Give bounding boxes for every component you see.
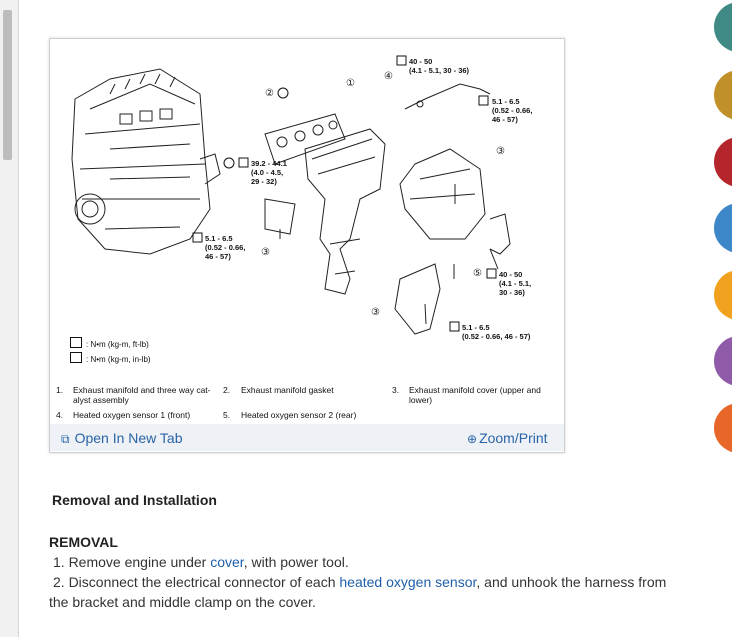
cover-drawing bbox=[394, 148, 486, 335]
caption-item: 5. Heated oxygen sensor 2 (rear) bbox=[223, 410, 357, 420]
torque-spec-label: 29 - 32) bbox=[251, 177, 277, 186]
do-not-reuse-icon bbox=[223, 157, 235, 169]
torque-wrench-icon bbox=[449, 321, 460, 332]
torque-spec-label: 46 - 57) bbox=[205, 252, 231, 261]
torque-wrench-icon bbox=[486, 268, 497, 279]
exhaust-manifold-diagram: ① ② ④ ③ ③ ③ ⑤ 40 - 50 (4.1 - 5.1, 30 - 3… bbox=[71, 55, 532, 341]
figure-toolbar: ⧉ Open In New Tab ⊕Zoom/Print bbox=[50, 424, 564, 451]
torque-spec-label: 39.2 - 44.1 bbox=[251, 159, 287, 168]
scrollbar-thumb[interactable] bbox=[3, 10, 12, 160]
engine-block-drawing bbox=[71, 68, 221, 255]
torque-spec-label: 40 - 50 bbox=[499, 270, 522, 279]
open-new-tab-icon: ⧉ bbox=[61, 432, 70, 446]
open-new-tab-button[interactable]: ⧉ Open In New Tab bbox=[61, 430, 183, 447]
legend-text: : N•m (kg-m, in-lb) bbox=[86, 355, 151, 364]
torque-spec-label: (4.1 - 5.1, bbox=[499, 279, 531, 288]
torque-wrench-icon bbox=[70, 352, 82, 363]
share-button[interactable] bbox=[714, 270, 732, 320]
legend-item: : N•m (kg-m, in-lb) bbox=[70, 352, 151, 364]
torque-wrench-icon bbox=[396, 55, 407, 66]
heated-oxygen-sensor-link[interactable]: heated oxygen sensor bbox=[339, 574, 477, 590]
cover-link[interactable]: cover bbox=[210, 554, 244, 570]
torque-spec-label: 5.1 - 6.5 bbox=[492, 97, 520, 106]
step-text: , and unhook the harness from the bracke… bbox=[49, 574, 667, 610]
torque-wrench-icon bbox=[70, 337, 82, 348]
caption-item: 3. Exhaust manifold cover (upper and low… bbox=[392, 385, 541, 405]
left-scrollbar-track[interactable] bbox=[0, 0, 19, 637]
torque-spec-label: (0.52 - 0.66, bbox=[205, 243, 245, 252]
torque-wrench-icon bbox=[192, 232, 203, 243]
figure-card: ① ② ④ ③ ③ ③ ⑤ 40 - 50 (4.1 - 5.1, 30 - 3… bbox=[49, 38, 565, 453]
torque-wrench-icon bbox=[478, 95, 489, 106]
share-button[interactable] bbox=[714, 403, 732, 453]
callout-3a: ③ bbox=[496, 146, 505, 157]
gasket-drawing bbox=[264, 113, 346, 165]
torque-spec-label: (4.1 - 5.1, 30 - 36) bbox=[409, 66, 470, 75]
share-button[interactable] bbox=[714, 336, 732, 386]
torque-spec-label: 40 - 50 bbox=[409, 57, 432, 66]
torque-spec-label: (0.52 - 0.66, bbox=[492, 106, 532, 115]
share-button[interactable] bbox=[714, 203, 732, 253]
open-new-tab-label: Open In New Tab bbox=[74, 430, 183, 446]
step-item: 1. Remove engine under cover, with power… bbox=[49, 552, 689, 572]
zoom-print-button[interactable]: ⊕Zoom/Print bbox=[467, 430, 548, 446]
share-button[interactable] bbox=[714, 2, 732, 52]
step-item: 2. Disconnect the electrical connector o… bbox=[49, 572, 689, 612]
oxygen-sensor-drawing bbox=[404, 83, 511, 325]
caption-item: 1. Exhaust manifold and three way cat-al… bbox=[56, 385, 211, 405]
legend-item: : N•m (kg-m, ft-lb) bbox=[70, 337, 149, 349]
zoom-print-label: Zoom/Print bbox=[479, 430, 548, 446]
torque-spec-label: 5.1 - 6.5 bbox=[205, 234, 233, 243]
callout-4: ④ bbox=[384, 71, 393, 82]
callout-1: ① bbox=[346, 78, 355, 89]
torque-spec-label: 46 - 57) bbox=[492, 115, 518, 124]
share-button[interactable] bbox=[714, 70, 732, 120]
torque-spec-label: 5.1 - 6.5 bbox=[462, 323, 490, 332]
section-title: Removal and Installation bbox=[52, 492, 217, 508]
caption-item: 2. Exhaust manifold gasket bbox=[223, 385, 334, 395]
removal-heading: REMOVAL bbox=[49, 534, 118, 550]
zoom-icon: ⊕ bbox=[467, 432, 478, 446]
manifold-drawing bbox=[264, 128, 386, 295]
do-not-reuse-icon bbox=[277, 87, 289, 99]
torque-wrench-icon bbox=[238, 157, 249, 168]
torque-spec-label: (4.0 - 4.5, bbox=[251, 168, 283, 177]
callout-3c: ③ bbox=[371, 307, 380, 318]
step-text: 1. Remove engine under bbox=[53, 554, 211, 570]
callout-2: ② bbox=[265, 88, 274, 99]
legend-text: : N•m (kg-m, ft-lb) bbox=[86, 340, 149, 349]
share-button[interactable] bbox=[714, 137, 732, 187]
step-text: , with power tool. bbox=[243, 554, 349, 570]
caption-item: 4. Heated oxygen sensor 1 (front) bbox=[56, 410, 191, 420]
torque-spec-label: 30 - 36) bbox=[499, 288, 525, 297]
callout-3b: ③ bbox=[261, 247, 270, 258]
step-text: 2. Disconnect the electrical connector o… bbox=[53, 574, 340, 590]
callout-5: ⑤ bbox=[473, 268, 482, 279]
torque-spec-label: (0.52 - 0.66, 46 - 57) bbox=[462, 332, 531, 341]
